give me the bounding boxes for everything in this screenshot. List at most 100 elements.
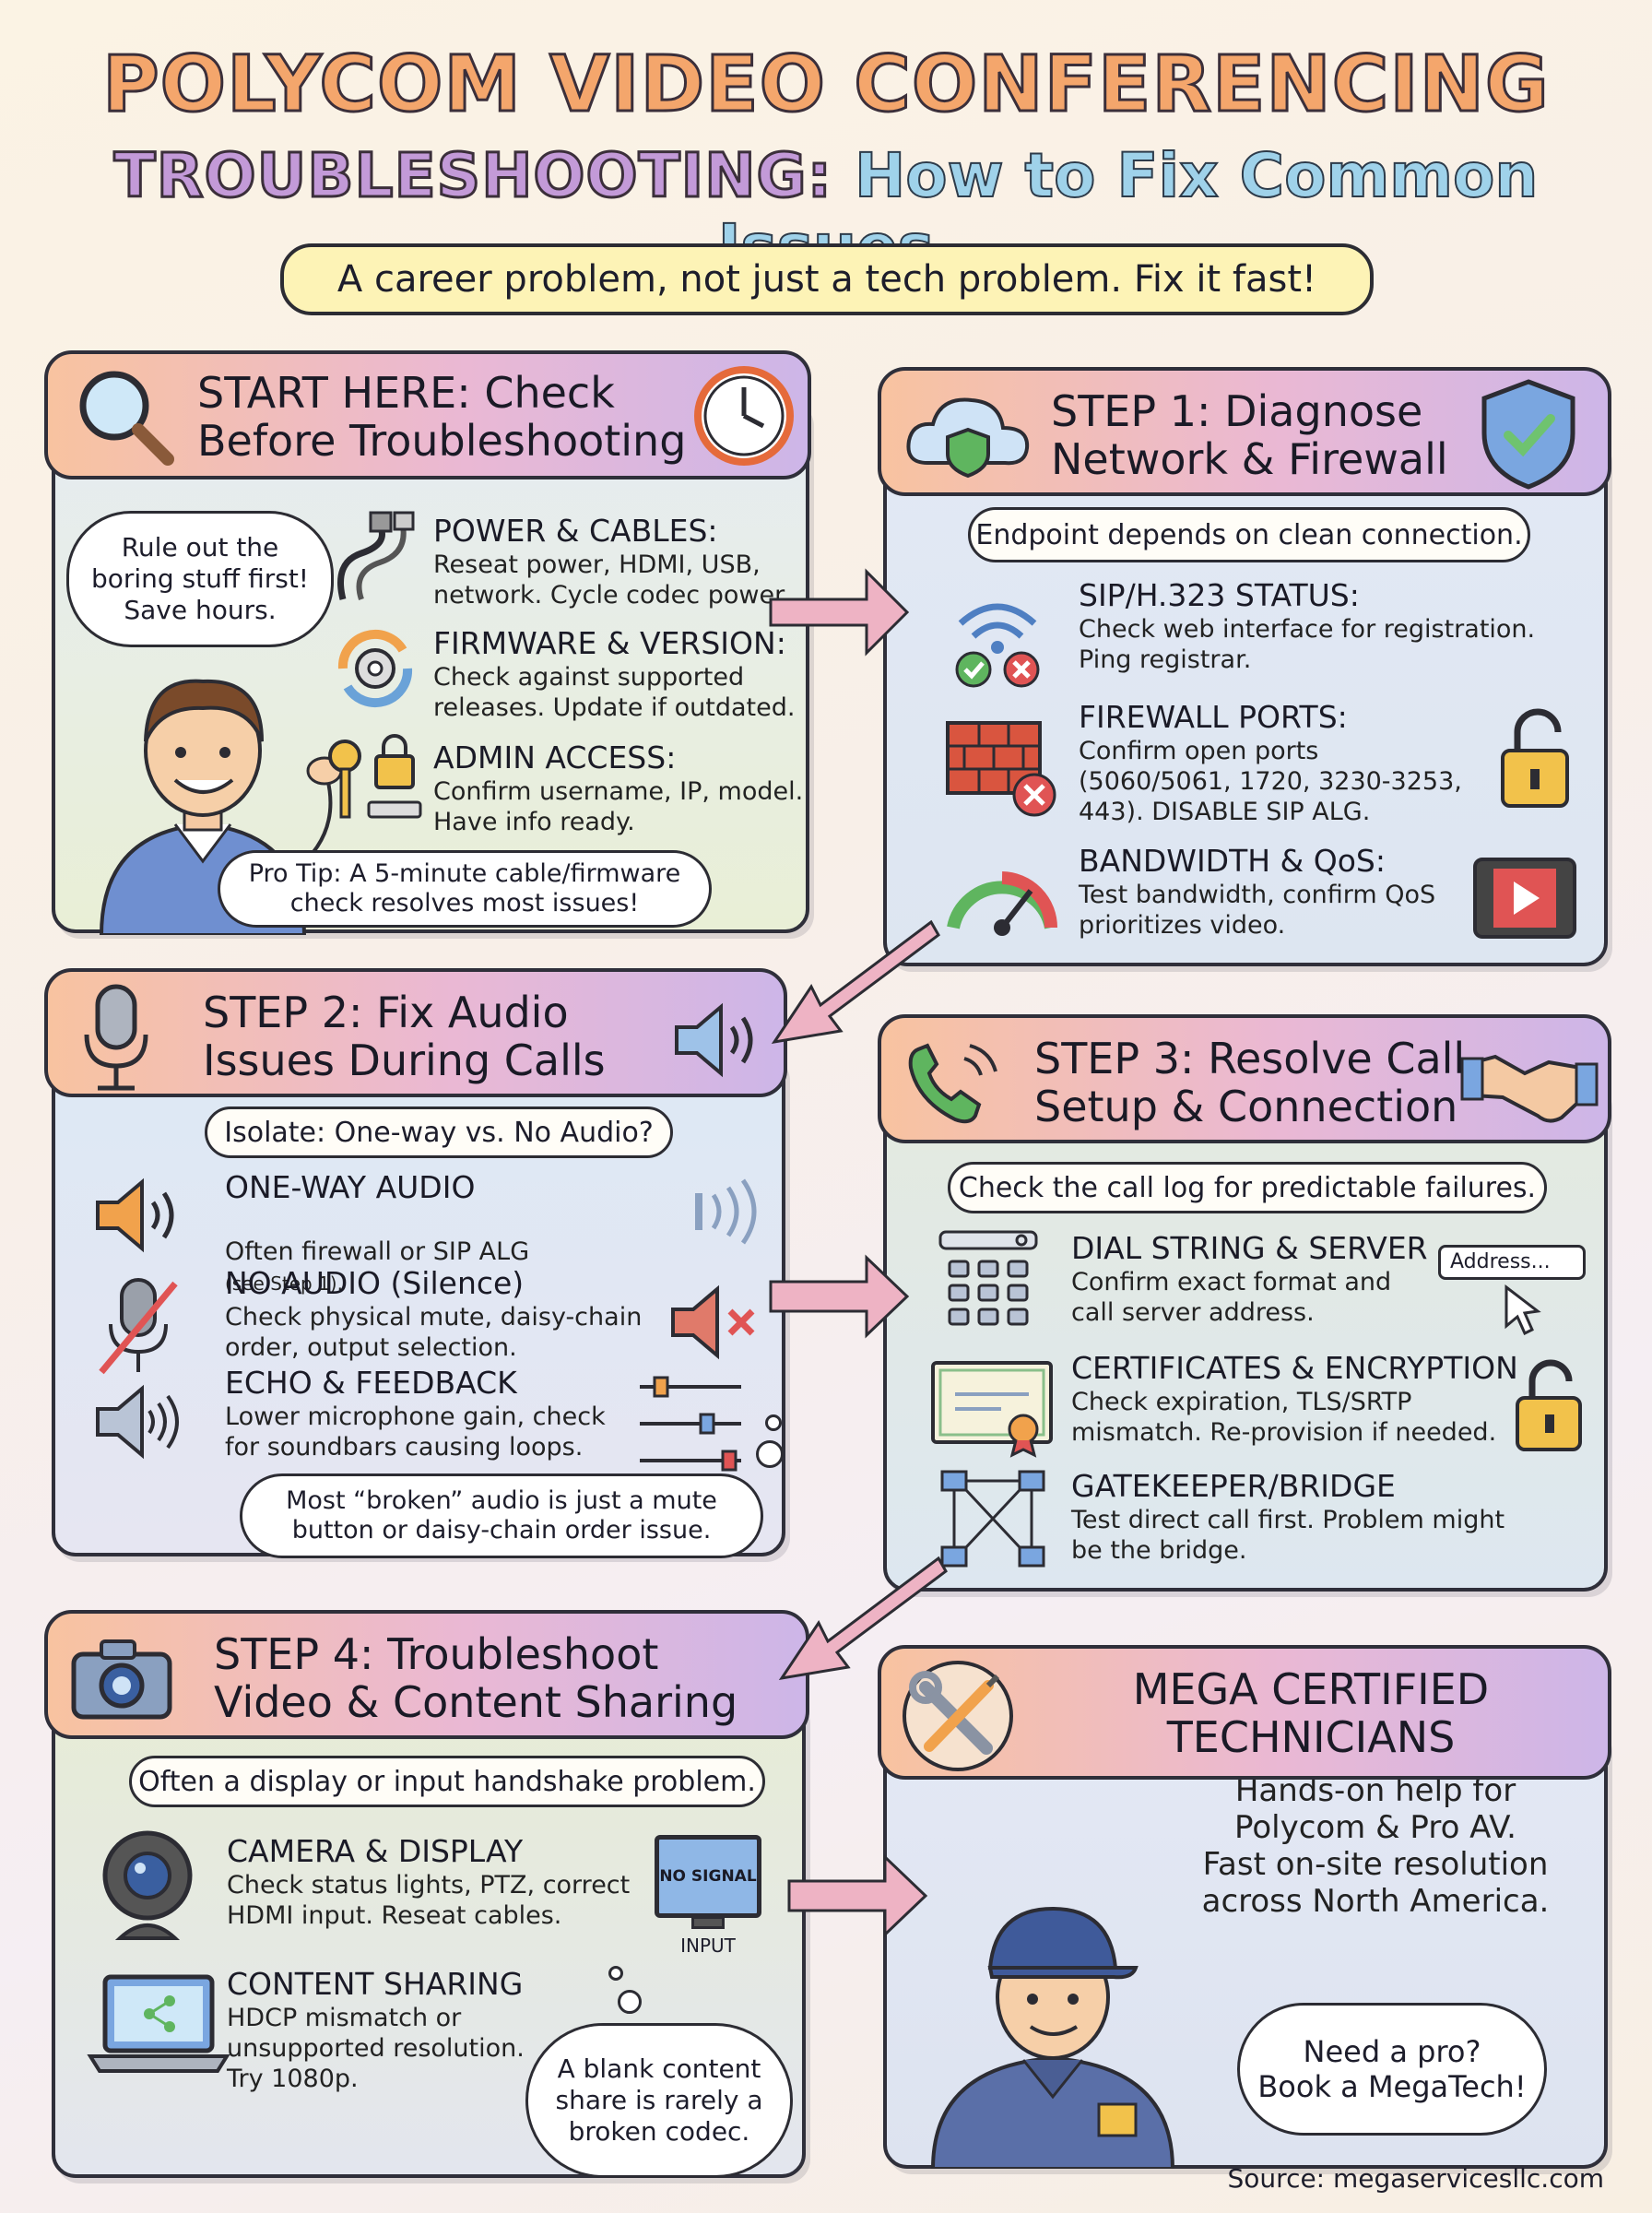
speedometer-icon [947,871,1057,936]
speaker-muted-icon [671,1284,755,1360]
padlock-open-icon [1501,708,1569,808]
mega-panel-header: MEGA CERTIFIED TECHNICIANS [878,1645,1611,1780]
step4-item-body: HDCP mismatch or unsupported resolution.… [227,2004,525,2093]
network-bridge-icon [940,1470,1045,1568]
start-item-heading: POWER & CABLES: [433,513,718,549]
subtitle-keyword: TROUBLESHOOTING: [112,139,833,213]
step1-item-heading: SIP/H.323 STATUS: [1079,577,1360,613]
step2-item-note: (see Step 1). [225,1272,343,1295]
wrench-screwdriver-icon [903,1661,1013,1771]
camera-icon [71,1639,172,1720]
step4-item-heading: CONTENT SHARING [227,1966,524,2002]
wifi-status-icon [955,603,1040,688]
step1-item-body: Test bandwidth, confirm QoS prioritizes … [1079,881,1436,940]
clock-icon [694,366,794,466]
step1-item-heading: FIREWALL PORTS: [1079,699,1348,735]
start-item-heading: ADMIN ACCESS: [433,740,677,775]
address-field: Address... [1438,1245,1586,1280]
pro-tip-bubble: Pro Tip: A 5-minute cable/firmware check… [218,850,712,928]
mega-speech-bubble: Need a pro? Book a MegaTech! [1237,2003,1547,2136]
monitor-stand [691,1916,725,1929]
start-item-body: Reseat power, HDMI, USB, network. Cycle … [433,550,791,609]
no-signal-monitor: NO SIGNAL [655,1835,761,1918]
step4-panel-header: STEP 4: Troubleshoot Video & Content Sha… [44,1610,809,1739]
step2-item-body: Check physical mute, daisy-chain order, … [225,1303,643,1362]
firmware-refresh-icon [337,629,413,708]
step2-item-heading: ECHO & FEEDBACK [225,1365,517,1401]
step3-title: STEP 3: Resolve Call Setup & Connection [1034,1034,1466,1131]
sound-wave-icon [695,1178,757,1245]
step4-panel: Often a display or input handshake probl… [52,1695,806,2178]
page-subtitle: TROUBLESHOOTING: How to Fix Common Issue… [0,139,1652,284]
start-item-heading: FIRMWARE & VERSION: [433,625,786,661]
handshake-icon [1460,1054,1599,1123]
step1-panel-header: STEP 1: Diagnose Network & Firewall [878,367,1611,496]
speaker-icon [675,1002,753,1078]
cable-plug-icon [337,511,415,600]
page-title: POLYCOM VIDEO CONFERENCING [101,38,1551,131]
step2-title: STEP 2: Fix Audio Issues During Calls [203,988,606,1085]
keypad-search-icon [938,1230,1038,1326]
step3-item-body: Test direct call first. Problem might be… [1071,1506,1505,1565]
step4-title: STEP 4: Troubleshoot Video & Content Sha… [214,1629,738,1727]
step2-panel: Isolate: One-way vs. No Audio? ONE-WAY A… [52,1051,785,1558]
cursor-arrow-icon [1504,1284,1541,1335]
step2-item-heading: NO AUDIO (Silence) [225,1265,525,1301]
step3-item-heading: GATEKEEPER/BRIDGE [1071,1468,1396,1504]
step2-panel-header: STEP 2: Fix Audio Issues During Calls [44,968,787,1097]
shield-check-icon [1481,379,1575,490]
phone-ringing-icon [908,1043,997,1124]
step1-title: STEP 1: Diagnose Network & Firewall [1051,386,1448,484]
thought-dot [608,1966,623,1981]
cloud-shield-icon [906,397,1030,479]
arrow-step2-to-step3 [769,1254,910,1339]
monitor-status-text: NO SIGNAL [659,1867,757,1886]
step1-item-body: Confirm open ports (5060/5061, 1720, 323… [1079,737,1462,826]
start-panel-header: START HERE: Check Before Troubleshooting [44,350,811,479]
step4-pill: Often a display or input handshake probl… [129,1756,765,1807]
microphone-muted-icon [99,1278,178,1375]
step4-item-body: Check status lights, PTZ, correct HDMI i… [227,1871,631,1930]
step1-panel: Endpoint depends on clean connection. SI… [883,433,1608,966]
arrow-step3-to-step4 [778,1556,948,1681]
start-item-body: Check against supported releases. Update… [433,663,796,722]
step1-item-heading: BANDWIDTH & QoS: [1079,843,1386,879]
key-lock-icon [328,734,422,819]
webcam-icon [102,1830,193,1940]
laptop-share-icon [87,1974,230,2073]
step4-item-heading: CAMERA & DISPLAY [227,1833,524,1869]
start-speech-bubble: Rule out the boring stuff first! Save ho… [66,511,334,647]
step3-pill: Check the call log for predictable failu… [948,1162,1547,1213]
step2-item-body: Lower microphone gain, check for soundba… [225,1402,606,1462]
magnifier-icon [79,371,174,466]
thought-dot [756,1440,784,1468]
step2-thought-bubble: Most “broken” audio is just a mute butto… [240,1473,763,1558]
step1-item-body: Check web interface for registration. Pi… [1079,615,1536,674]
start-panel: Rule out the boring stuff first! Save ho… [52,396,809,935]
step2-item-heading: ONE-WAY AUDIO [225,1169,476,1205]
step2-pill: Isolate: One-way vs. No Audio? [205,1106,673,1158]
arrow-step1-to-step2 [771,919,940,1045]
arrow-start-to-step1 [769,568,910,657]
step4-thought-bubble: A blank content share is rarely a broken… [525,2023,793,2178]
step3-item-heading: CERTIFICATES & ENCRYPTION [1071,1350,1518,1386]
step3-panel: Check the call log for predictable failu… [883,1079,1608,1592]
microphone-icon [84,984,148,1091]
start-title: START HERE: Check Before Troubleshooting [197,368,687,466]
step3-item-body: Confirm exact format and call server add… [1071,1268,1392,1327]
padlock-open-icon [1516,1359,1582,1451]
arrow-step4-to-mega [787,1853,928,1938]
monitor-input-label: INPUT [680,1935,736,1957]
certificate-icon [931,1361,1053,1458]
firewall-brick-icon [946,721,1056,817]
mega-technician-illustration [930,1906,1175,2169]
thought-dot [618,1990,642,2014]
step1-pill: Endpoint depends on clean connection. [968,507,1530,562]
step3-item-body: Check expiration, TLS/SRTP mismatch. Re-… [1071,1388,1497,1447]
step2-item-text: Often firewall or SIP ALG [225,1237,530,1266]
source-credit: Source: megaservicesllc.com [1227,2163,1604,2194]
step3-panel-header: STEP 3: Resolve Call Setup & Connection [878,1014,1611,1143]
mixer-sliders-icon [640,1376,741,1472]
thought-dot [765,1414,782,1431]
speaker-loud-icon [96,1178,174,1253]
